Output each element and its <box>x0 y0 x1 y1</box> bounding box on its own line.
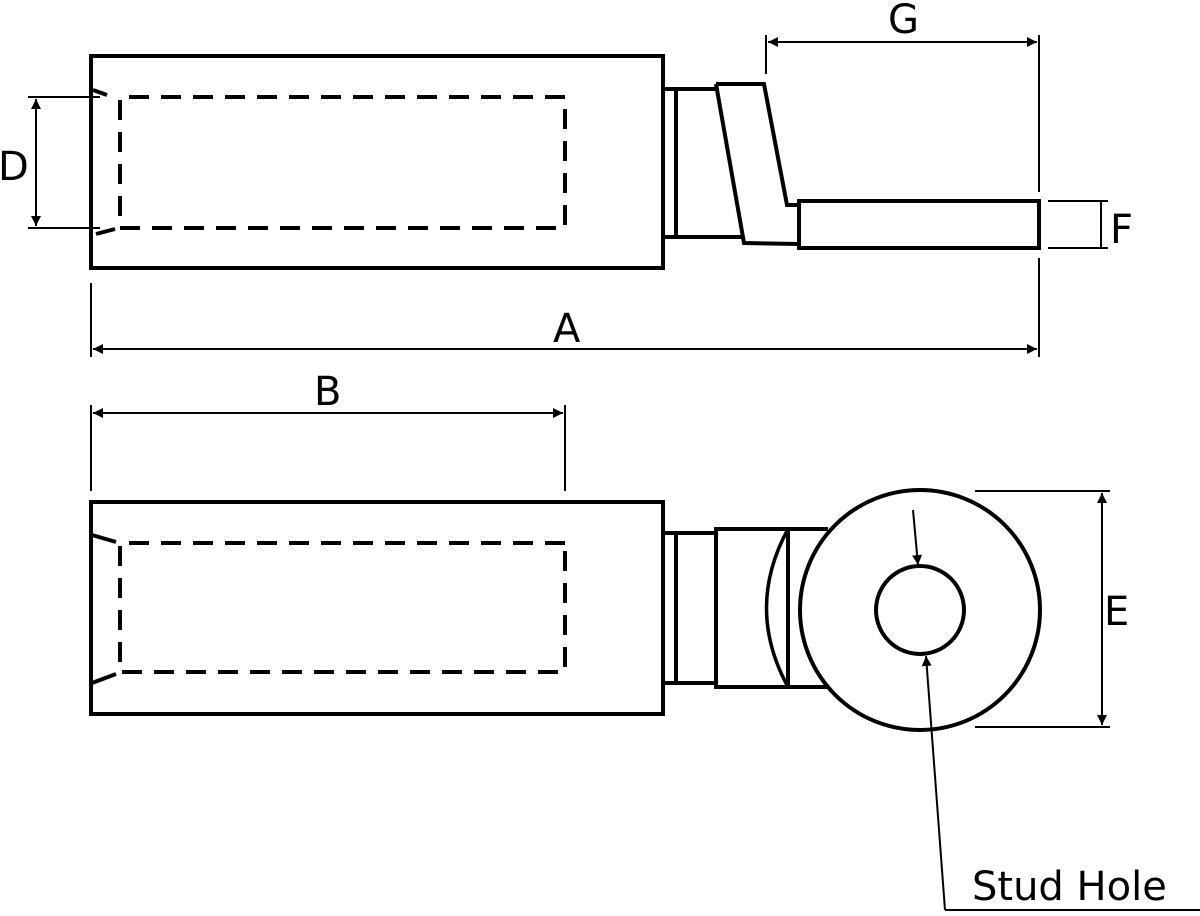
barrel-body-top <box>89 54 665 270</box>
dim-f-label: F <box>1110 207 1133 253</box>
dim-b-label: B <box>314 369 341 415</box>
transition-lower <box>714 83 800 246</box>
collar-curve <box>764 528 790 688</box>
stud-hole-label: Stud Hole <box>972 864 1167 910</box>
barrel-body-bottom <box>89 500 665 716</box>
dim-g-label: G <box>888 0 919 43</box>
stud-hole-arrow-top <box>912 509 923 566</box>
ring-tongue <box>798 488 1042 732</box>
tongue-top <box>797 199 1041 250</box>
bore-hidden-line-top <box>118 95 567 230</box>
collar-to-ring <box>788 527 828 689</box>
dim-a-label: A <box>553 306 581 352</box>
bore-hidden-line-bottom <box>118 541 567 674</box>
chamfer-top-left-2 <box>91 533 117 544</box>
side-view: D G F A <box>0 0 1133 357</box>
collar <box>714 527 790 689</box>
chamfer-top-left <box>92 88 108 97</box>
neck-edges-bottom <box>663 531 716 685</box>
stud-hole-leader <box>921 655 946 911</box>
stud-hole <box>874 564 966 656</box>
plan-view: B Stud Hole E <box>89 369 1200 911</box>
dim-d-label: D <box>0 144 29 190</box>
chamfer-bottom-left <box>95 227 116 236</box>
dim-e-label: E <box>1104 589 1129 635</box>
transition-upper <box>716 82 799 207</box>
chamfer-bottom-left-2 <box>91 672 117 685</box>
